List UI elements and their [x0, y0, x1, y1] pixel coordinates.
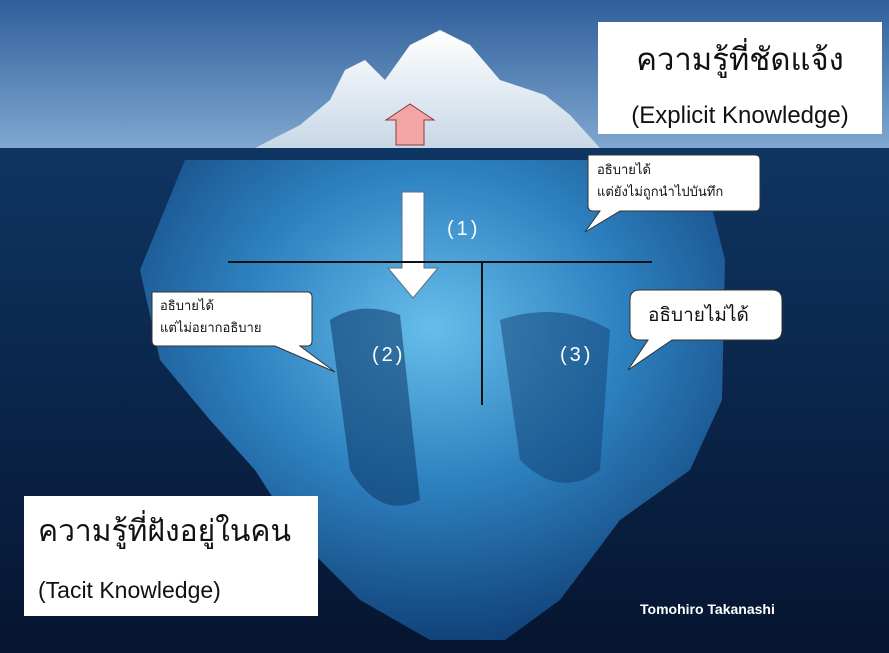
author-credit: Tomohiro Takanashi	[640, 601, 775, 617]
bubble-right-text: อธิบายไม่ได้	[648, 304, 749, 326]
explicit-knowledge-box: ความรู้ที่ชัดแจ้ง (Explicit Knowledge)	[598, 22, 882, 134]
bubble-top-right-text: อธิบายได้ แต่ยังไม่ถูกนำไปบันทึก	[597, 160, 723, 204]
ice-shadow-left	[330, 308, 420, 506]
region-3-label: (3)	[560, 344, 594, 366]
bubble-left	[151, 291, 336, 373]
ice-tip	[255, 30, 600, 148]
bubble-top-right	[584, 154, 761, 233]
tacit-knowledge-box: ความรู้ที่ฝังอยู่ในคน (Tacit Knowledge)	[24, 496, 318, 616]
region-1-label: (1)	[447, 218, 481, 240]
up-arrow	[384, 103, 436, 146]
tacit-english-label: (Tacit Knowledge)	[38, 577, 221, 603]
explicit-english-label: (Explicit Knowledge)	[631, 102, 849, 129]
ice-shadow-right	[500, 312, 610, 483]
region-2-label: (2)	[372, 344, 406, 366]
bubble-left-line1: อธิบายได้	[160, 299, 214, 314]
bubble-left-line2: แต่ไม่อยากอธิบาย	[160, 321, 262, 336]
down-arrow	[386, 191, 440, 299]
bubble-top-right-line1: อธิบายได้	[597, 163, 651, 178]
tacit-thai-label: ความรู้ที่ฝังอยู่ในคน	[38, 514, 291, 549]
bubble-top-right-line2: แต่ยังไม่ถูกนำไปบันทึก	[597, 185, 724, 200]
bubble-right	[627, 289, 783, 371]
explicit-thai-label: ความรู้ที่ชัดแจ้ง	[636, 42, 844, 78]
submerged-ice	[140, 160, 725, 640]
bubble-left-text: อธิบายได้ แต่ไม่อยากอธิบาย	[160, 296, 261, 340]
